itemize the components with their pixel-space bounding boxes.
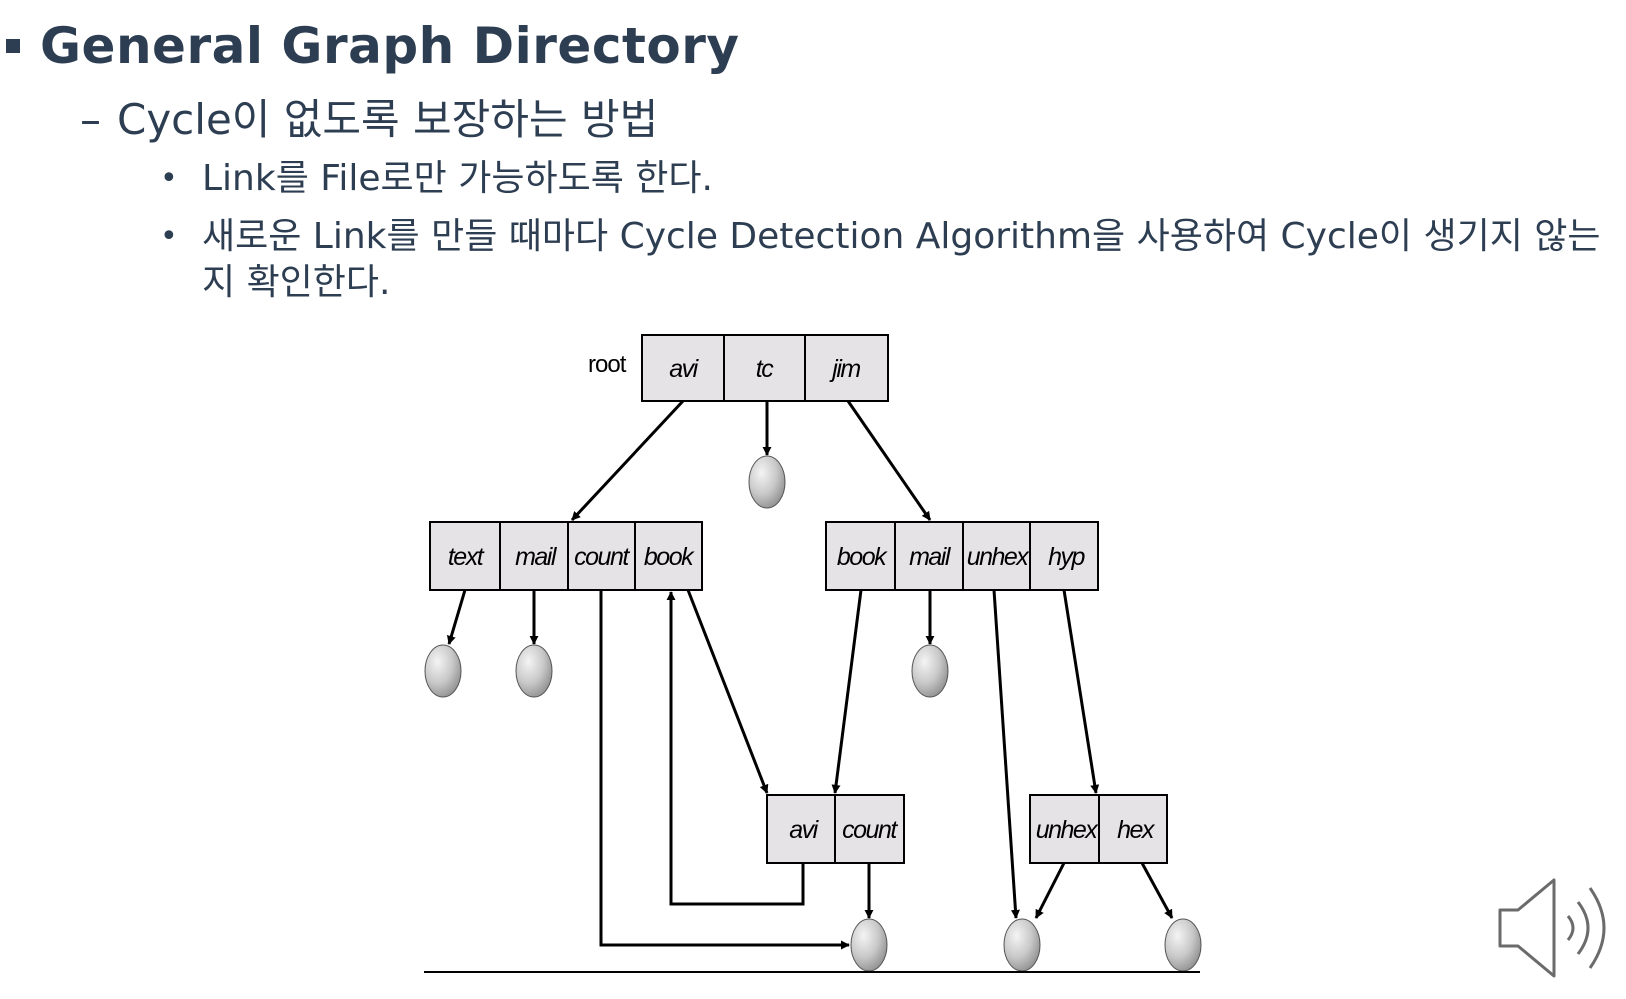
file-nodes	[424, 455, 1202, 972]
cell-label: book	[644, 543, 695, 571]
cell-label: book	[837, 543, 888, 571]
cell-label: unhex	[967, 543, 1031, 571]
bullet-text: Link를 File로만 가능하도록 한다.	[202, 158, 713, 199]
file-node	[424, 644, 462, 698]
cell-label: mail	[515, 543, 558, 571]
edge-arrow	[831, 589, 863, 794]
edge-arrow	[1034, 862, 1066, 919]
cell-label: avi	[789, 816, 819, 844]
file-node	[1164, 918, 1202, 972]
file-node	[911, 644, 949, 698]
speaker-icon[interactable]	[1496, 876, 1618, 980]
edge-arrow	[446, 589, 467, 645]
file-node	[1003, 918, 1041, 972]
square-bullet-icon	[6, 39, 20, 53]
edge-arrow	[666, 591, 805, 906]
edges	[446, 399, 1174, 950]
shared-directory: avi count	[766, 794, 905, 864]
cell-label: hyp	[1048, 543, 1085, 571]
edge-arrow	[570, 399, 685, 522]
edge-arrow	[992, 589, 1020, 919]
cell-label: tc	[756, 355, 774, 383]
cell-label: jim	[829, 355, 860, 383]
subtitle-row: –Cycle이 없도록 보장하는 방법	[80, 86, 658, 147]
cell-label: count	[574, 543, 630, 571]
root-directory: avi tc jim	[641, 334, 889, 402]
slide-title-row: General Graph Directory	[0, 14, 740, 78]
file-node	[515, 644, 553, 698]
slide-title: General Graph Directory	[40, 17, 740, 75]
cell-label: avi	[669, 355, 699, 383]
cell-label: mail	[909, 543, 952, 571]
edge-arrow	[1140, 862, 1174, 919]
avi-directory: text mail count book	[429, 521, 703, 591]
dot-bullet-icon: •	[160, 161, 178, 196]
jim-directory: book mail unhex hyp	[825, 521, 1099, 591]
file-node	[748, 455, 786, 509]
edge-arrow	[686, 589, 769, 794]
file-node	[850, 918, 888, 972]
dot-bullet-icon: •	[160, 219, 178, 254]
edge-arrow	[1062, 589, 1100, 794]
cell-label: unhex	[1036, 816, 1100, 844]
bullet-text: 새로운 Link를 만들 때마다 Cycle Detection Algorit…	[202, 216, 1601, 303]
hyp-directory: unhex hex	[1029, 794, 1168, 864]
edge-arrow	[846, 400, 932, 521]
edge-arrow	[599, 590, 850, 950]
dash-bullet-icon: –	[80, 95, 101, 144]
cell-label: count	[842, 816, 898, 844]
subtitle: Cycle이 없도록 보장하는 방법	[117, 95, 659, 144]
cell-label: text	[448, 543, 485, 571]
root-label: root	[588, 351, 627, 378]
cell-label: hex	[1117, 816, 1156, 844]
